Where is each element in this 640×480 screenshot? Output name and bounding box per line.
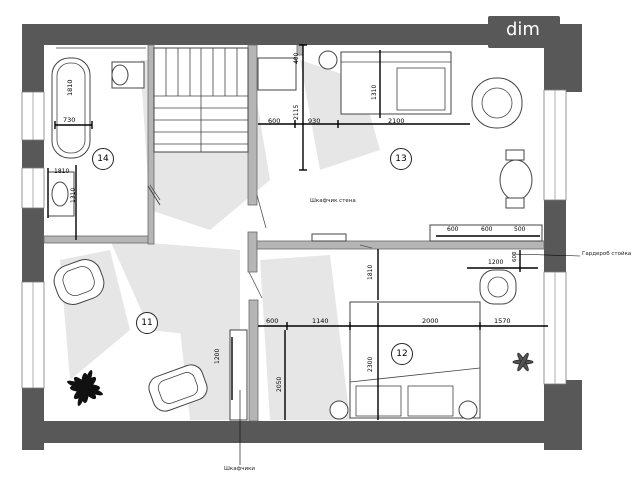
dim-1200: 1200	[488, 259, 504, 266]
dim-2050: 2050	[276, 376, 283, 392]
dim-1140: 1140	[312, 317, 329, 325]
dim-1310: 1310	[70, 187, 77, 203]
room-number: 12	[396, 349, 408, 359]
dim-2100: 2100	[388, 117, 405, 125]
dim-1310-bed: 1310	[371, 84, 378, 100]
dim-600-mid: 600	[266, 317, 279, 325]
dim-600-a: 600	[447, 226, 459, 233]
room-number: 13	[395, 154, 407, 164]
room-12-furniture	[329, 269, 534, 420]
dimension-lines	[47, 44, 581, 465]
label-wardrobe-right: Гардероб стойка	[582, 251, 632, 257]
dim-600-top: 600	[268, 117, 281, 125]
room-label-14: 14	[92, 148, 114, 170]
dim-930: 930	[308, 117, 321, 125]
room-number: 14	[97, 154, 109, 164]
bathroom-fixtures	[47, 47, 161, 217]
dim-600-b: 600	[481, 226, 493, 233]
room-11-furniture	[53, 259, 248, 421]
room-number: 11	[141, 318, 153, 328]
room-label-13: 13	[390, 148, 412, 170]
dim-2300: 2300	[367, 356, 374, 372]
dim-2000: 2000	[422, 317, 439, 325]
staircase	[153, 47, 249, 153]
room-label-12: 12	[391, 343, 413, 365]
dim-1570: 1570	[494, 317, 511, 325]
dim-sink-1810: 1810	[54, 168, 70, 175]
doors	[149, 184, 373, 299]
dim-1200-left: 1200	[214, 348, 221, 364]
room-label-11: 11	[136, 312, 158, 334]
dim-bath-width: 730	[63, 116, 76, 124]
dim-400: 400	[293, 52, 300, 64]
dim-2115: 2115	[293, 104, 300, 120]
dim-500: 500	[514, 226, 526, 233]
windows	[21, 89, 567, 389]
label-wardrobe-top: Шкафчик стена	[310, 198, 356, 204]
dim-600-c: 600	[512, 251, 518, 263]
room-13-furniture	[257, 50, 543, 242]
label-closet-bottom: Шкафчики	[224, 466, 255, 472]
watermark-text: dim	[506, 19, 540, 40]
watermark-badge: dim	[488, 16, 560, 48]
dim-bath-length: 1810	[66, 79, 74, 96]
dim-1810: 1810	[367, 264, 374, 280]
